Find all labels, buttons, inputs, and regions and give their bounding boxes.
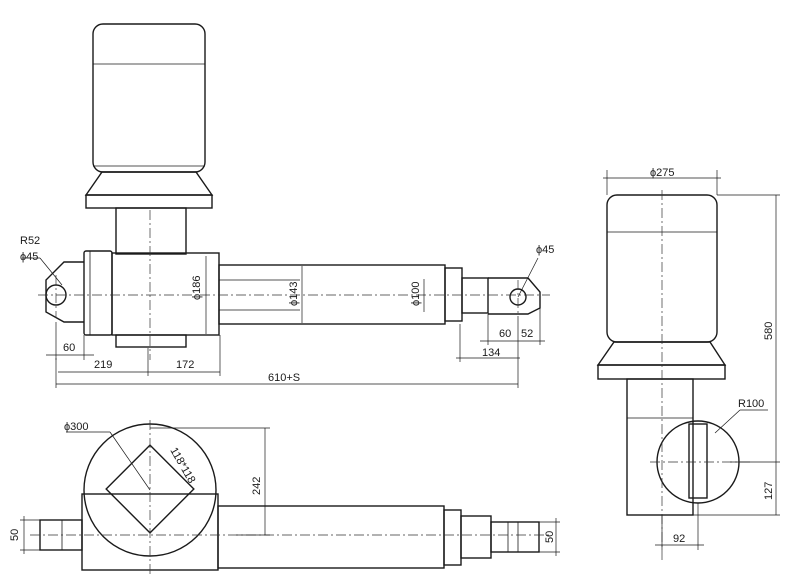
dim-phi100: ϕ100 xyxy=(410,281,422,306)
dim-r52: R52 xyxy=(20,235,40,247)
dim-134: 134 xyxy=(482,347,500,359)
dim-219: 219 xyxy=(94,359,112,371)
dim-phi275: ϕ275 xyxy=(650,167,675,179)
dim-phi300: ϕ300 xyxy=(64,421,89,433)
dim-phi45-right: ϕ45 xyxy=(536,244,554,256)
square-flange xyxy=(105,444,195,534)
motor-body xyxy=(92,23,206,173)
dim-50-left: 50 xyxy=(9,529,21,541)
dim-50-right: 50 xyxy=(544,531,556,543)
top-rod-end xyxy=(490,521,540,553)
top-collar xyxy=(443,509,462,566)
top-outer-tube xyxy=(217,505,445,569)
inner-rod xyxy=(461,277,489,314)
dim-127: 127 xyxy=(763,482,775,500)
dim-r100: R100 xyxy=(738,398,764,410)
end-cap xyxy=(83,250,113,336)
dim-60-left: 60 xyxy=(63,342,75,354)
dim-phi45-left: ϕ45 xyxy=(20,251,38,263)
motor-flange xyxy=(84,171,214,196)
top-view xyxy=(30,420,550,575)
top-view-dimensions: ϕ300 118*118 242 50 50 xyxy=(9,421,560,556)
dim-172: 172 xyxy=(176,359,194,371)
dim-52: 52 xyxy=(521,328,533,340)
top-rod-sleeve xyxy=(460,515,492,559)
dim-phi143: ϕ143 xyxy=(288,281,300,306)
side-view xyxy=(596,190,750,560)
side-flange xyxy=(596,341,727,366)
gearbox-neck xyxy=(115,207,187,255)
side-neck xyxy=(626,378,694,516)
front-view-dimensions: R52 ϕ45 ϕ186 ϕ143 ϕ100 ϕ45 60 219 172 61… xyxy=(20,235,554,388)
front-collar xyxy=(444,267,463,322)
dim-118x118: 118*118 xyxy=(167,446,197,486)
dim-60-right: 60 xyxy=(499,328,511,340)
flange-plate xyxy=(85,194,213,209)
dim-92: 92 xyxy=(673,533,685,545)
dim-242: 242 xyxy=(251,477,263,495)
side-view-dimensions: ϕ275 580 127 R100 92 xyxy=(603,167,780,550)
dim-610-s: 610+S xyxy=(268,372,300,384)
side-clevis-slot xyxy=(688,423,708,499)
dim-phi186: ϕ186 xyxy=(191,275,203,300)
front-view xyxy=(38,23,550,360)
dim-580: 580 xyxy=(763,322,775,340)
side-flange-plate xyxy=(597,364,726,380)
front-clevis xyxy=(488,277,541,315)
